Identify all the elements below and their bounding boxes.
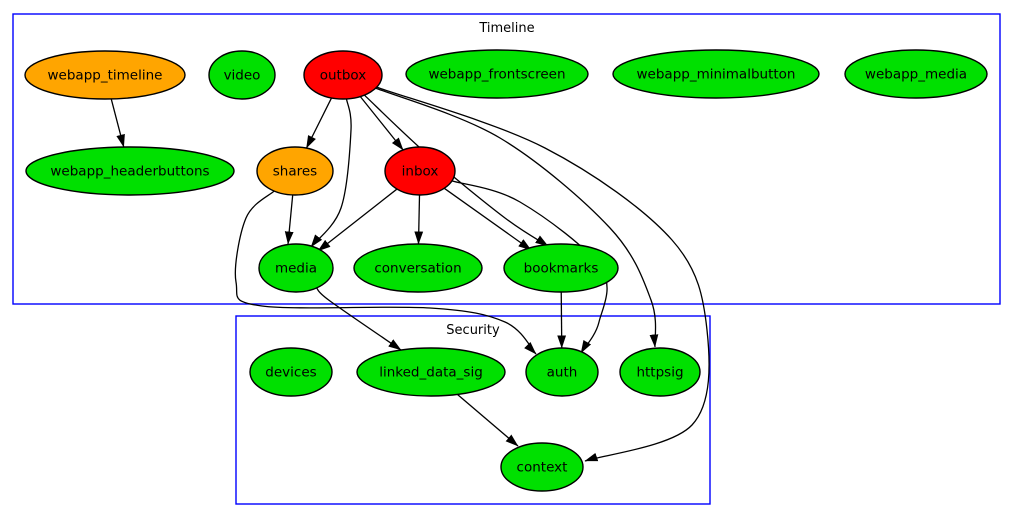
node-label-webapp_headerbuttons: webapp_headerbuttons <box>50 164 209 180</box>
node-label-webapp_timeline: webapp_timeline <box>48 68 163 84</box>
node-shape-auth <box>525 347 599 397</box>
edge-outbox-httpsig <box>375 87 659 348</box>
node-devices: devices <box>249 347 333 397</box>
node-shape-inbox <box>384 146 456 196</box>
node-shape-linked_data_sig <box>356 347 506 397</box>
node-shape-shares <box>256 146 334 196</box>
edge-media-linked_data_sig <box>316 287 402 351</box>
node-media: media <box>258 243 334 293</box>
edge-outbox-context <box>376 86 710 462</box>
edge-inbox-conversation <box>414 194 424 245</box>
node-label-video: video <box>224 68 261 84</box>
cluster-security <box>235 315 711 505</box>
node-shape-webapp_minimalbutton <box>612 49 820 99</box>
node-layer: webapp_timeline video outbox webapp_frontsc… <box>24 49 988 492</box>
node-shape-webapp_headerbuttons <box>25 146 235 196</box>
node-shape-video <box>208 50 276 100</box>
node-label-inbox: inbox <box>402 164 439 180</box>
edge-outbox-shares <box>305 97 333 149</box>
node-webapp_minimalbutton: webapp_minimalbutton <box>612 49 820 99</box>
cluster-label-timeline: Timeline <box>478 21 534 36</box>
node-shape-media <box>258 243 334 293</box>
node-video: video <box>208 50 276 100</box>
node-webapp_media: webapp_media <box>844 49 988 99</box>
edge-shares-media <box>284 194 294 245</box>
node-label-devices: devices <box>265 365 316 381</box>
node-shape-httpsig <box>619 347 701 397</box>
node-label-outbox: outbox <box>320 68 367 84</box>
edge-outbox-inbox <box>359 96 404 151</box>
node-shape-conversation <box>353 243 483 293</box>
node-label-media: media <box>275 261 317 277</box>
node-shares: shares <box>256 146 334 196</box>
node-webapp_headerbuttons: webapp_headerbuttons <box>25 146 235 196</box>
node-label-linked_data_sig: linked_data_sig <box>379 365 483 381</box>
edge-inbox-media <box>317 188 398 252</box>
node-label-httpsig: httpsig <box>636 365 683 381</box>
node-conversation: conversation <box>353 243 483 293</box>
node-label-conversation: conversation <box>374 261 461 277</box>
edge-webapp_timeline-webapp_headerbuttons <box>110 98 125 148</box>
node-bookmarks: bookmarks <box>503 243 619 293</box>
node-auth: auth <box>525 347 599 397</box>
node-label-webapp_minimalbutton: webapp_minimalbutton <box>637 67 796 83</box>
node-label-webapp_media: webapp_media <box>865 67 967 83</box>
node-inbox: inbox <box>384 146 456 196</box>
node-webapp_timeline: webapp_timeline <box>24 50 186 100</box>
edge-outbox-bookmarks <box>363 94 549 247</box>
node-shape-context <box>500 442 584 492</box>
node-shape-webapp_timeline <box>24 50 186 100</box>
edge-linked_data_sig-context <box>456 393 519 447</box>
edge-shares-auth <box>234 190 537 355</box>
node-shape-webapp_media <box>844 49 988 99</box>
node-linked_data_sig: linked_data_sig <box>356 347 506 397</box>
cluster-label-security: Security <box>446 323 500 338</box>
node-shape-bookmarks <box>503 243 619 293</box>
node-label-webapp_frontscreen: webapp_frontscreen <box>428 67 565 83</box>
node-webapp_frontscreen: webapp_frontscreen <box>405 49 589 99</box>
edge-bookmarks-auth <box>557 291 567 349</box>
node-context: context <box>500 442 584 492</box>
node-label-shares: shares <box>273 164 317 180</box>
node-httpsig: httpsig <box>619 347 701 397</box>
cluster-timeline <box>12 13 1001 305</box>
edge-outbox-media <box>310 98 352 248</box>
node-label-context: context <box>517 460 568 476</box>
node-label-auth: auth <box>547 365 578 381</box>
node-outbox: outbox <box>303 50 383 100</box>
node-shape-devices <box>249 347 333 397</box>
node-label-bookmarks: bookmarks <box>524 261 599 277</box>
node-shape-outbox <box>303 50 383 100</box>
edge-inbox-bookmarks <box>443 187 532 251</box>
node-shape-webapp_frontscreen <box>405 49 589 99</box>
